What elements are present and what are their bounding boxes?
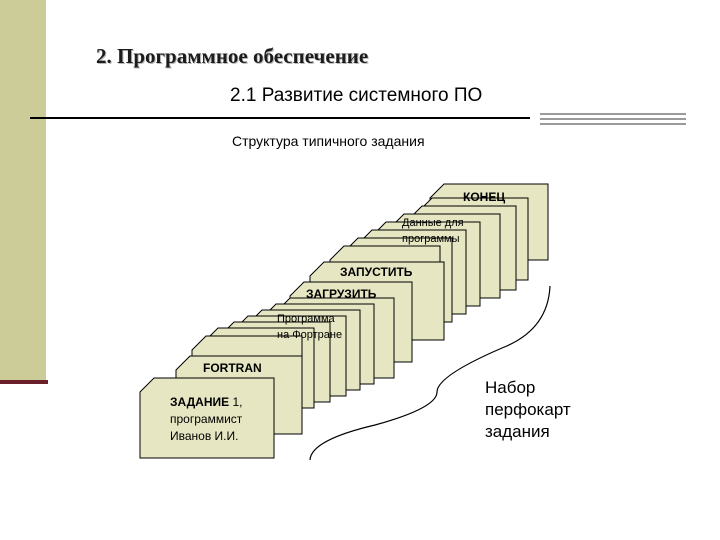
left-decor-bar bbox=[0, 0, 46, 380]
card-label-data-line2: программы bbox=[402, 233, 460, 245]
card-label-job-line1: ЗАДАНИЕ 1, bbox=[170, 395, 242, 409]
job-number: 1, bbox=[229, 395, 242, 409]
card-label-end: КОНЕЦ bbox=[463, 190, 505, 204]
slide-title: 2. Программное обеспечение bbox=[96, 44, 369, 68]
job-keyword: ЗАДАНИЕ bbox=[170, 395, 229, 409]
card-label-data-line1: Данные для bbox=[402, 217, 464, 229]
diagram-caption: Структура типичного задания bbox=[232, 133, 425, 149]
card-label-job-line2: программист bbox=[170, 412, 243, 426]
card-label-load: ЗАГРУЗИТЬ bbox=[306, 287, 377, 301]
card-label-job-line3: Иванов И.И. bbox=[170, 429, 238, 443]
card-label-fortran: FORTRAN bbox=[203, 361, 262, 375]
card-label-program-line2: на Фортране bbox=[277, 329, 342, 341]
header-rule-accent bbox=[540, 110, 686, 126]
card-job bbox=[139, 377, 275, 459]
header-rule bbox=[30, 117, 530, 119]
brace-label-line3: задания bbox=[485, 422, 550, 441]
card-stack bbox=[139, 183, 549, 459]
left-decor-bar-edge bbox=[0, 380, 48, 384]
brace-label-line1: Набор bbox=[485, 378, 535, 397]
brace-label-line2: перфокарт bbox=[485, 400, 571, 419]
slide-subtitle: 2.1 Развитие системного ПО bbox=[230, 85, 483, 106]
card-set-brace bbox=[309, 285, 551, 461]
card-label-program-line1: Программа bbox=[277, 313, 336, 325]
card-label-run: ЗАПУСТИТЬ bbox=[340, 265, 413, 279]
